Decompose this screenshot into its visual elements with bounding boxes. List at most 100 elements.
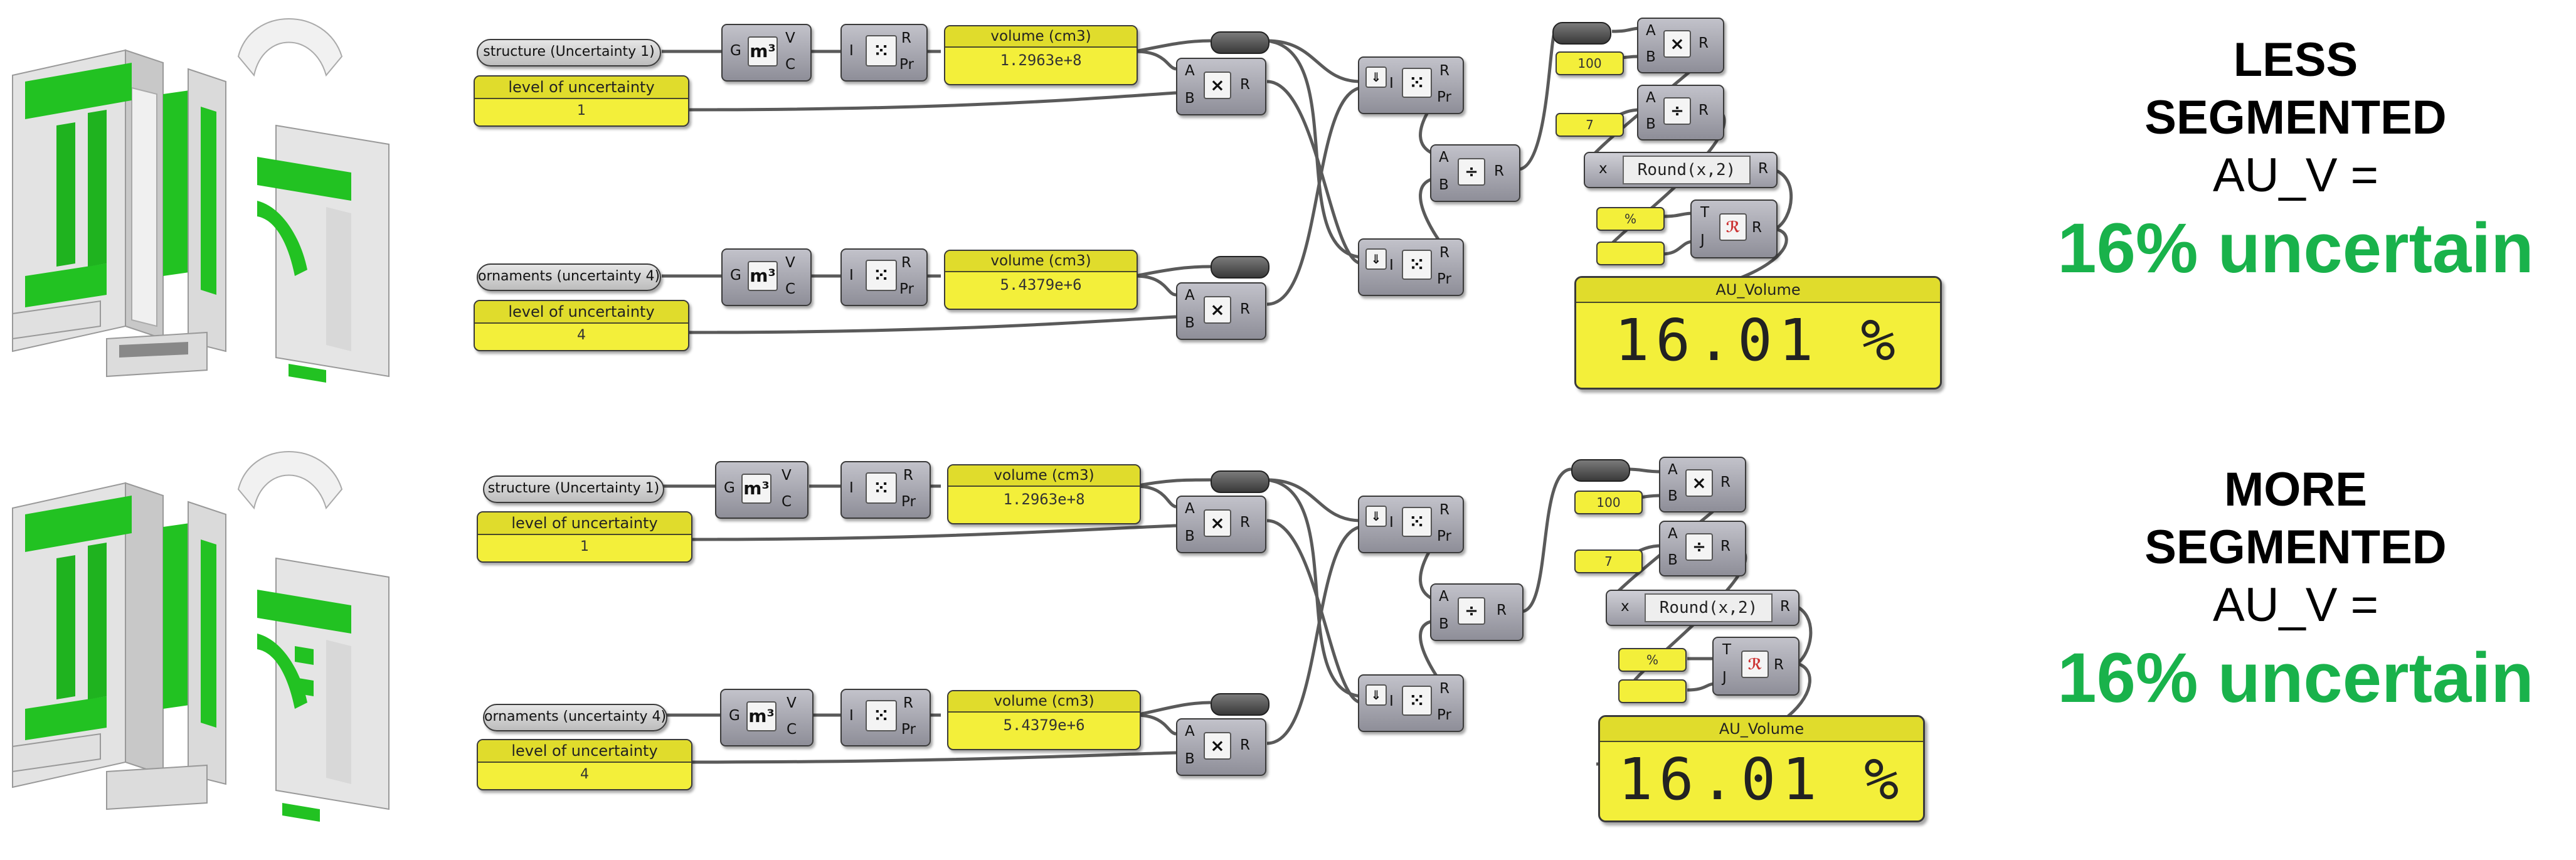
- mass-addition-component[interactable]: ⇓ I ⁙ R Pr: [1358, 674, 1464, 732]
- uncertainty-slider-structure[interactable]: level of uncertainty 1: [474, 75, 689, 127]
- constant-7-panel[interactable]: 7: [1574, 549, 1643, 573]
- list-item-component[interactable]: I ⁙ R Pr: [840, 689, 931, 746]
- ornaments-param[interactable]: ornaments (uncertainty 4): [477, 263, 661, 291]
- list-item-icon: ⁙: [866, 700, 897, 731]
- heading-line-2: SEGMENTED: [2144, 521, 2447, 574]
- port-c: C: [785, 281, 796, 297]
- multiplication-component[interactable]: A B × R: [1176, 282, 1266, 340]
- volume-panel-ornaments[interactable]: volume (cm3) 5.4379e+6: [944, 250, 1138, 310]
- volume-component[interactable]: G m³ V C: [721, 248, 812, 306]
- relay-node[interactable]: [1211, 31, 1269, 54]
- multiply-icon: ×: [1685, 469, 1713, 497]
- port-b: B: [1646, 49, 1656, 65]
- percent-symbol-panel[interactable]: %: [1618, 648, 1687, 672]
- empty-panel[interactable]: [1618, 679, 1687, 703]
- division-component[interactable]: A B ÷ R: [1430, 583, 1524, 641]
- wire: [1687, 682, 1716, 692]
- building-model-less-segmented: [12, 18, 390, 383]
- percent-symbol-panel[interactable]: %: [1596, 207, 1665, 231]
- round-expression-component[interactable]: x Round(x,2) R: [1606, 590, 1799, 626]
- volume-component[interactable]: G m³ V C: [715, 461, 808, 519]
- list-item-icon: ⁙: [1402, 686, 1432, 716]
- volume-panel-structure[interactable]: volume (cm3) 1.2963e+8: [944, 25, 1138, 85]
- au-volume-result-panel[interactable]: AU_Volume 16.01 %: [1598, 715, 1925, 822]
- uncertainty-slider-ornaments[interactable]: level of uncertainty 4: [477, 739, 692, 790]
- constant-7-panel[interactable]: 7: [1556, 113, 1624, 137]
- round-expression-component[interactable]: x Round(x,2) R: [1584, 152, 1778, 188]
- wire: [686, 524, 1177, 541]
- structure-param[interactable]: structure (Uncertainty 1): [483, 475, 664, 503]
- result-value: 16.01 %: [1614, 307, 1902, 374]
- panel-value: 1.2963e+8: [1000, 51, 1082, 69]
- au-volume-result-panel[interactable]: AU_Volume 16.01 %: [1574, 276, 1942, 390]
- slider-label: level of uncertainty: [478, 512, 691, 535]
- constant-100-panel[interactable]: 100: [1574, 491, 1643, 514]
- port-b: B: [1185, 90, 1195, 107]
- flatten-icon: ⇓: [1365, 684, 1387, 706]
- panel-value: 1.2963e+8: [1003, 491, 1085, 508]
- division-component[interactable]: A B ÷ R: [1637, 85, 1724, 141]
- multiply-icon: ×: [1204, 296, 1231, 324]
- port-r: R: [1439, 502, 1450, 518]
- port-j: J: [1700, 232, 1705, 248]
- wire: [1135, 50, 1177, 71]
- wire: [1135, 39, 1211, 53]
- volume-component[interactable]: G m³ V C: [720, 689, 814, 746]
- port-a: A: [1185, 287, 1195, 304]
- uncertainty-slider-ornaments[interactable]: level of uncertainty 4: [474, 300, 689, 351]
- relay-node[interactable]: [1552, 22, 1611, 45]
- division-component[interactable]: A B ÷ R: [1659, 521, 1746, 576]
- slider-label: level of uncertainty: [478, 740, 691, 763]
- port-pr: Pr: [899, 281, 914, 297]
- volume-panel-ornaments[interactable]: volume (cm3) 5.4379e+6: [947, 690, 1141, 750]
- port-r: R: [1439, 245, 1450, 261]
- empty-panel[interactable]: [1596, 242, 1665, 265]
- port-pr: Pr: [1437, 528, 1451, 544]
- list-item-component[interactable]: I ⁙ R Pr: [840, 461, 931, 519]
- structure-param[interactable]: structure (Uncertainty 1): [477, 39, 661, 66]
- mass-addition-component[interactable]: ⇓ I ⁙ R Pr: [1358, 56, 1464, 114]
- volume-panel-structure[interactable]: volume (cm3) 1.2963e+8: [947, 464, 1141, 524]
- slider-value: 4: [580, 767, 589, 782]
- multiplication-component[interactable]: A B × R: [1659, 457, 1746, 512]
- port-c: C: [782, 494, 792, 510]
- port-i: I: [1389, 693, 1394, 709]
- concatenate-component[interactable]: T J ℛ R: [1690, 199, 1778, 258]
- wire: [1266, 39, 1362, 259]
- port-i: I: [1389, 514, 1394, 531]
- port-b: B: [1185, 751, 1195, 767]
- uncertainty-slider-structure[interactable]: level of uncertainty 1: [477, 511, 692, 563]
- concatenate-component[interactable]: T J ℛ R: [1712, 637, 1799, 696]
- relay-node[interactable]: [1211, 470, 1269, 493]
- multiplication-component[interactable]: A B × R: [1176, 718, 1266, 776]
- list-item-component[interactable]: I ⁙ R Pr: [840, 248, 928, 306]
- relay-node[interactable]: [1211, 693, 1269, 716]
- wire: [686, 91, 1177, 112]
- panel-value: 5.4379e+6: [1003, 716, 1085, 734]
- mass-addition-component[interactable]: ⇓ I ⁙ R Pr: [1358, 238, 1464, 296]
- multiplication-component[interactable]: A B × R: [1176, 496, 1266, 553]
- multiply-icon: ×: [1204, 732, 1231, 760]
- port-r: R: [1494, 163, 1504, 179]
- volume-component[interactable]: G m³ V C: [721, 24, 812, 82]
- slider-value: 1: [577, 103, 586, 119]
- constant-100-panel[interactable]: 100: [1556, 51, 1624, 75]
- multiplication-component[interactable]: A B × R: [1176, 58, 1266, 115]
- summary-less-segmented: LESS SEGMENTED AU_V = 16% uncertain: [2020, 31, 2572, 292]
- port-v: V: [782, 467, 792, 484]
- ornaments-param[interactable]: ornaments (uncertainty 4): [483, 704, 667, 731]
- port-t: T: [1700, 204, 1710, 221]
- port-b: B: [1668, 488, 1678, 504]
- mass-addition-component[interactable]: ⇓ I ⁙ R Pr: [1358, 496, 1464, 553]
- relay-node[interactable]: [1571, 459, 1630, 482]
- list-item-component[interactable]: I ⁙ R Pr: [840, 24, 928, 82]
- port-c: C: [785, 56, 796, 73]
- multiplication-component[interactable]: A B × R: [1637, 18, 1724, 73]
- wire: [686, 751, 1177, 764]
- division-component[interactable]: A B ÷ R: [1430, 144, 1520, 202]
- port-a: A: [1439, 149, 1449, 166]
- port-b: B: [1185, 315, 1195, 331]
- relay-node[interactable]: [1211, 256, 1269, 279]
- wire: [1135, 265, 1211, 278]
- port-r: R: [1497, 602, 1507, 618]
